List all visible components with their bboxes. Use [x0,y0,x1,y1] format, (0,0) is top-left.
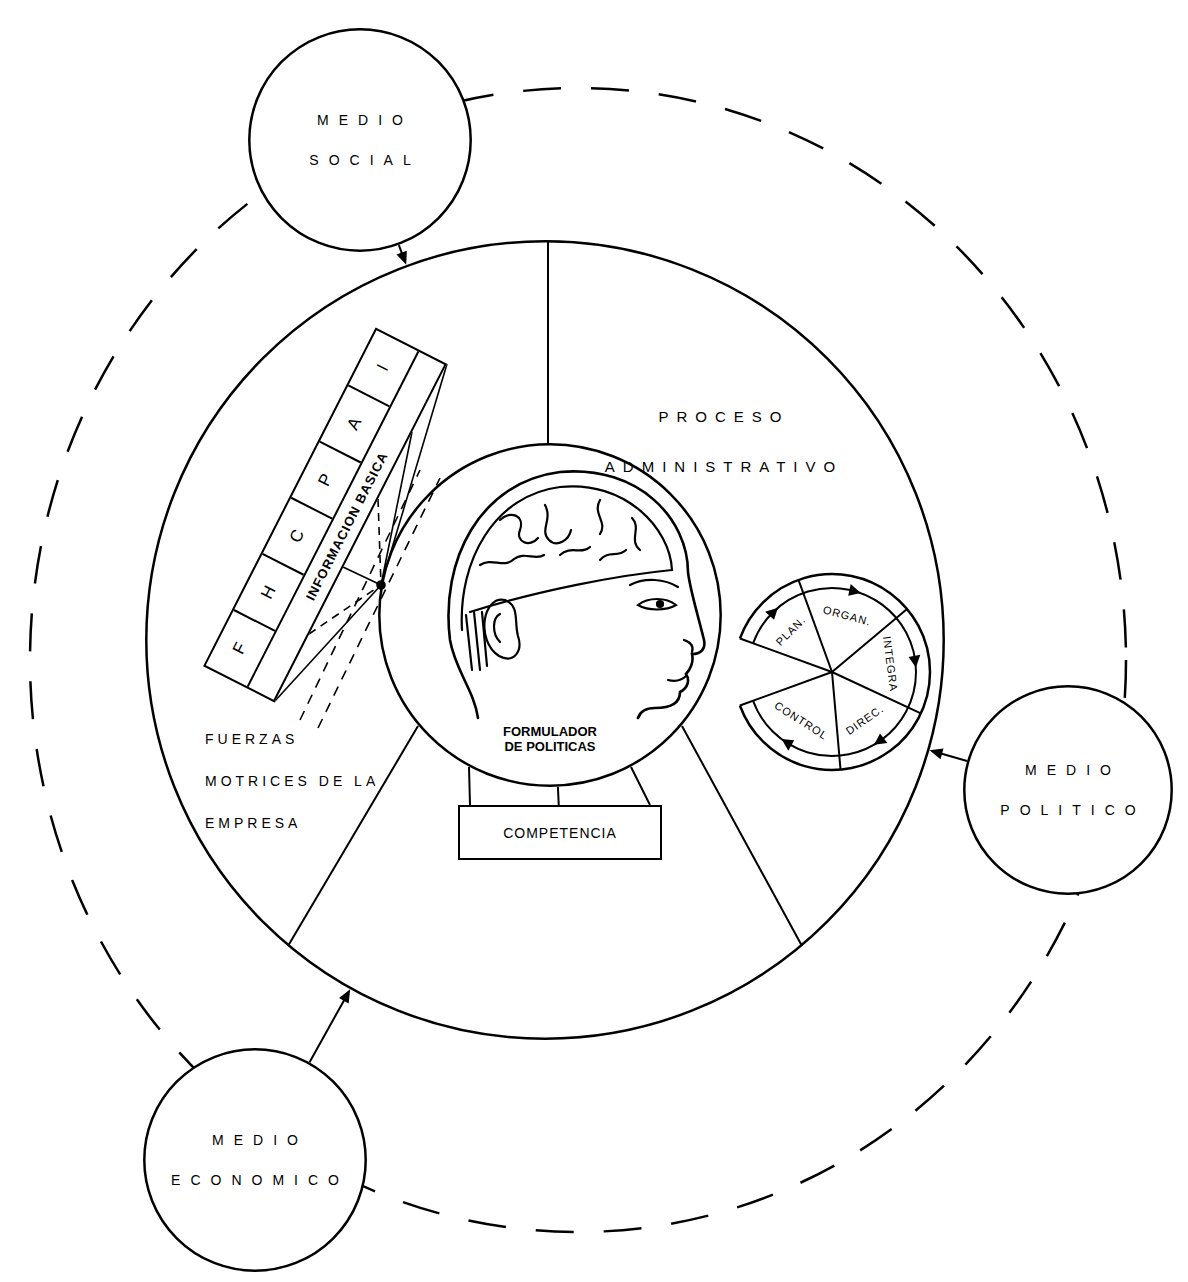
brain-outline [462,486,672,630]
environment-circle: MEDIO ECONOMICO [143,1048,367,1272]
environment-label: MEDIO ECONOMICO [160,1120,350,1200]
enterprise-circle: PROCESO ADMINISTRATIVO FUERZAS MOTRICES D… [145,240,945,1040]
head-illustration [448,471,704,718]
cell-letter: C [286,526,309,546]
connector-line [557,787,560,805]
cell-letter: I [373,361,393,374]
pupil [657,601,663,607]
section-heading: PROCESO ADMINISTRATIVO [565,392,875,492]
cycle-arrowhead [909,655,921,668]
eye [638,599,676,610]
environment-label: MEDIO POLITICO [973,750,1163,830]
cycle-arrowhead [765,608,778,620]
brain-fold [560,547,590,555]
wheel-ring [753,588,916,756]
process-wheel: PLAN. ORGAN. INTEGRA DIREC. CONTROL [732,572,932,772]
text-holder: MEDIO ECONOMICO [143,1048,367,1272]
text-holder: PROCESO ADMINISTRATIVO [565,392,875,492]
hair-line [466,615,472,670]
brain-fold [500,515,538,543]
process-step-label: PLAN. [773,613,808,648]
circle-border [379,444,720,785]
circle-outline [248,28,472,252]
policy-maker-label: FORMULADOR DE POLITICAS [495,724,605,754]
text-holder: MEDIO POLITICO [963,685,1173,895]
eyebrow [630,580,678,587]
environment-circle: MEDIO SOCIAL [248,28,472,252]
cell-letter: F [229,639,252,657]
connector [397,245,407,265]
connector [557,787,559,805]
cycle-arrowhead [874,733,887,744]
arrowhead [397,251,407,265]
bar-cells: F H C P A I [206,330,419,687]
brain-fold [480,555,544,565]
process-step-label: ORGAN. [821,603,872,628]
competition-box: COMPETENCIA [458,805,662,860]
circle-outline [143,1048,367,1272]
cycle-arrowhead [781,739,794,751]
box-label: COMPETENCIA [503,825,617,841]
mouth [668,676,686,681]
section-label: FUERZAS MOTRICES DE LA EMPRESA [205,718,380,844]
circle-outline [963,685,1173,895]
head-profile [448,471,704,718]
sector-line [547,241,549,443]
bar-label: INFORMACION BASICA [302,449,390,602]
sector-line [682,726,802,946]
wheel-outline [732,572,932,772]
fan-line [343,567,381,585]
circle-border [964,686,1171,893]
circle-border [249,29,470,250]
brain-fold [600,550,626,560]
brain-fold [598,500,603,534]
arrowhead [929,749,943,760]
policy-maker-circle: FORMULADOR DE POLITICAS [378,443,722,787]
brain-fold [632,518,640,550]
wheel-spoke [832,672,841,770]
wheel-rim [740,574,930,770]
ear [484,600,519,659]
fan-line [378,499,381,585]
bar-strip: INFORMACION BASICA [249,352,445,700]
connector [310,989,351,1062]
circle-border [146,241,943,1038]
environment-dashed-ring [30,88,1126,1232]
funnel-line [631,767,650,805]
circle-border [144,1049,365,1270]
text-holder: MEDIO SOCIAL [248,28,472,252]
hair-line [474,612,480,670]
process-step-label: DIREC. [844,702,887,737]
bar-cell: H [234,553,304,630]
hair-line [482,612,487,666]
cycle-arrowhead [848,584,861,596]
arrowhead [339,989,350,1003]
sector-line [288,726,418,946]
connector [929,749,967,761]
ear-inner [494,614,500,642]
environment-circle: MEDIO POLITICO [963,685,1173,895]
environment-label: MEDIO SOCIAL [265,100,455,180]
cell-letter: P [314,471,337,490]
cell-letter: H [257,582,280,602]
cell-letter: A [343,414,366,433]
bar-cell: I [349,330,418,405]
connector-line [940,753,967,761]
text-holder: FORMULADOR DE POLITICAS [378,724,722,754]
process-step-label: INTEGRA [879,636,899,693]
wheel-spoke [740,672,832,706]
nostril [684,640,693,652]
process-step-label: CONTROL [772,699,830,743]
connector-line [310,999,345,1062]
funnel-line [469,767,470,805]
text-holder: FUERZAS MOTRICES DE LA EMPRESA [205,718,380,844]
bar-cell: F [206,609,276,686]
brain-fold [545,505,571,543]
